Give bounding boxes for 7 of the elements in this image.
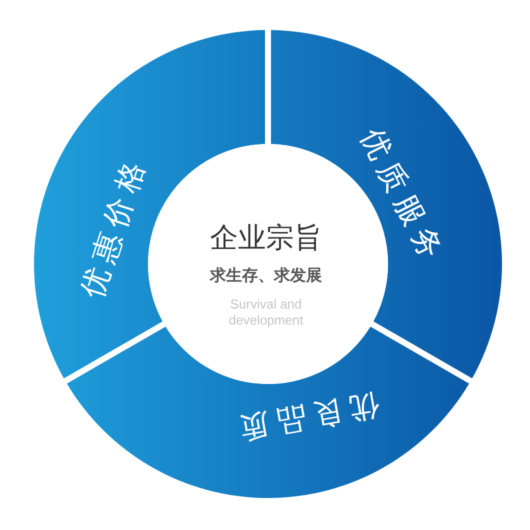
segment-label: 优惠价格: [78, 152, 152, 302]
segment-label: 优良品质: [230, 388, 382, 444]
center-title: 企业宗旨: [210, 221, 322, 255]
center-note: Survival and development: [228, 296, 304, 328]
center-subtitle: 求生存、求发展: [210, 266, 322, 286]
ring-segment: [66, 326, 470, 498]
segment-label: 优质服务: [355, 124, 449, 270]
